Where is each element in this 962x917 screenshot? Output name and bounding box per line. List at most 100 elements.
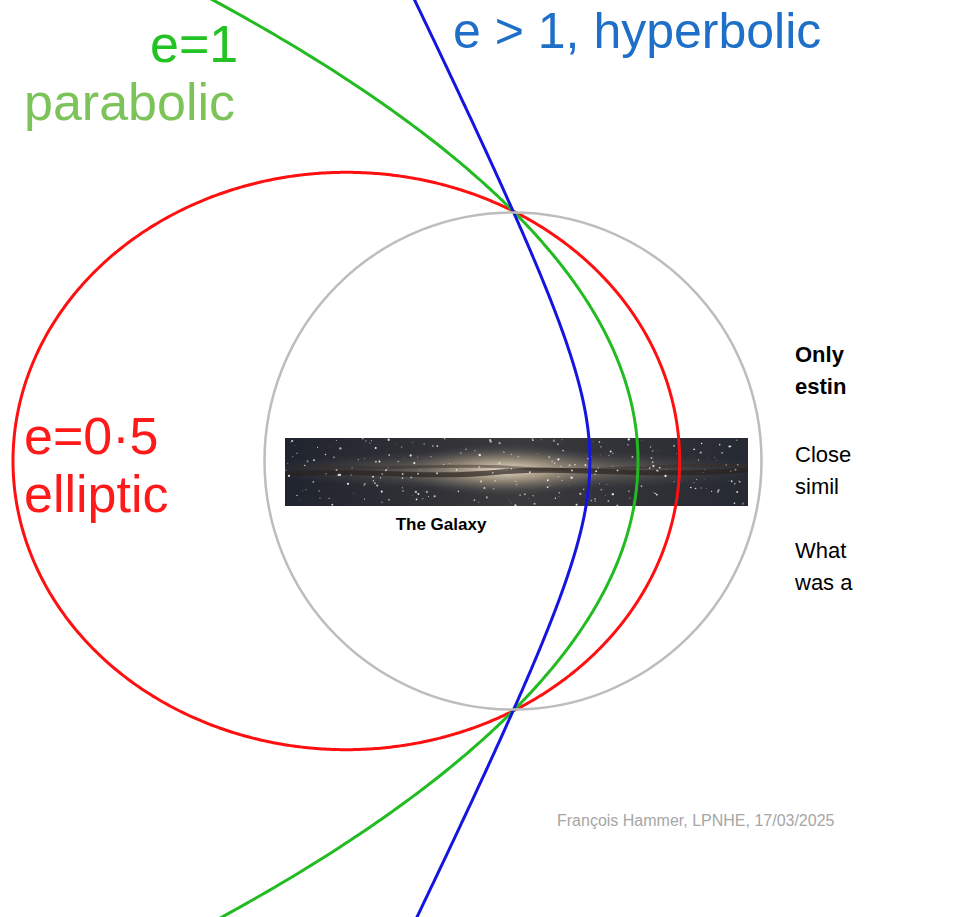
label-holder: parabolic xyxy=(24,76,235,128)
star xyxy=(369,443,370,444)
star xyxy=(640,439,642,441)
star xyxy=(736,440,737,441)
cut-text: was a xyxy=(795,572,852,594)
star xyxy=(599,454,601,456)
star xyxy=(533,503,535,505)
star xyxy=(735,469,737,471)
star xyxy=(657,470,658,471)
star xyxy=(336,469,338,471)
star xyxy=(657,450,659,452)
star xyxy=(503,451,505,453)
star xyxy=(380,477,381,478)
star xyxy=(296,452,297,453)
star xyxy=(527,497,529,499)
star xyxy=(517,456,519,458)
star xyxy=(599,465,601,467)
star xyxy=(547,486,549,488)
star xyxy=(608,455,609,456)
star xyxy=(721,452,723,454)
star xyxy=(410,454,412,456)
star xyxy=(510,502,512,504)
star xyxy=(594,473,596,475)
star xyxy=(599,483,601,485)
star xyxy=(296,495,297,496)
label-holder: simil xyxy=(795,476,839,498)
star xyxy=(693,448,695,450)
star xyxy=(653,492,654,493)
star xyxy=(494,480,496,482)
star xyxy=(558,492,560,494)
star xyxy=(474,466,476,468)
star xyxy=(456,469,458,471)
star xyxy=(617,469,619,471)
star xyxy=(499,442,501,444)
star xyxy=(381,490,383,492)
star xyxy=(574,464,575,465)
star xyxy=(616,504,618,506)
star xyxy=(300,499,302,501)
star xyxy=(568,485,570,487)
star xyxy=(307,460,309,462)
star xyxy=(288,475,290,477)
star xyxy=(719,444,721,446)
star xyxy=(560,466,561,467)
star xyxy=(381,473,383,475)
star xyxy=(706,488,708,490)
star-field xyxy=(285,438,744,506)
label-holder: elliptic xyxy=(24,468,169,520)
star xyxy=(478,502,479,503)
star xyxy=(576,504,578,506)
star xyxy=(460,452,462,454)
star xyxy=(480,466,482,468)
star xyxy=(402,487,403,488)
cut-text: Only xyxy=(795,344,844,366)
star xyxy=(676,452,678,454)
star xyxy=(379,461,381,463)
star xyxy=(659,467,661,469)
star xyxy=(700,487,702,489)
star xyxy=(586,455,588,457)
star xyxy=(734,502,736,504)
label-holder: What xyxy=(795,540,846,562)
star xyxy=(717,491,719,493)
star xyxy=(419,469,421,471)
star xyxy=(655,493,656,494)
star xyxy=(312,481,314,483)
star xyxy=(304,465,305,466)
star xyxy=(294,445,296,447)
star xyxy=(511,454,512,455)
orbit-type-label: elliptic xyxy=(24,468,169,520)
star xyxy=(714,457,715,458)
cut-text: estin xyxy=(795,376,846,398)
star xyxy=(532,495,534,497)
star xyxy=(607,500,609,502)
star xyxy=(412,455,414,457)
parabolic-orbit xyxy=(0,0,638,917)
eccentricity-label: e=1 xyxy=(150,18,238,70)
label-holder: e=0·5 xyxy=(24,410,158,462)
star xyxy=(436,472,438,474)
star xyxy=(643,466,645,468)
star xyxy=(673,445,675,447)
star xyxy=(557,458,559,460)
star xyxy=(351,474,352,475)
star xyxy=(579,493,581,495)
star xyxy=(532,445,534,447)
star xyxy=(569,464,571,466)
star xyxy=(388,499,390,501)
star xyxy=(302,490,304,492)
star xyxy=(514,504,516,506)
star xyxy=(652,450,654,452)
star xyxy=(551,461,552,462)
star xyxy=(736,491,738,493)
star xyxy=(432,445,434,447)
star xyxy=(385,470,386,471)
star xyxy=(656,494,658,496)
star xyxy=(292,456,293,457)
star xyxy=(402,477,404,479)
star xyxy=(537,453,539,455)
star xyxy=(558,476,560,478)
star xyxy=(627,444,629,446)
hyperbolic-orbit xyxy=(266,0,590,917)
star xyxy=(347,483,349,485)
